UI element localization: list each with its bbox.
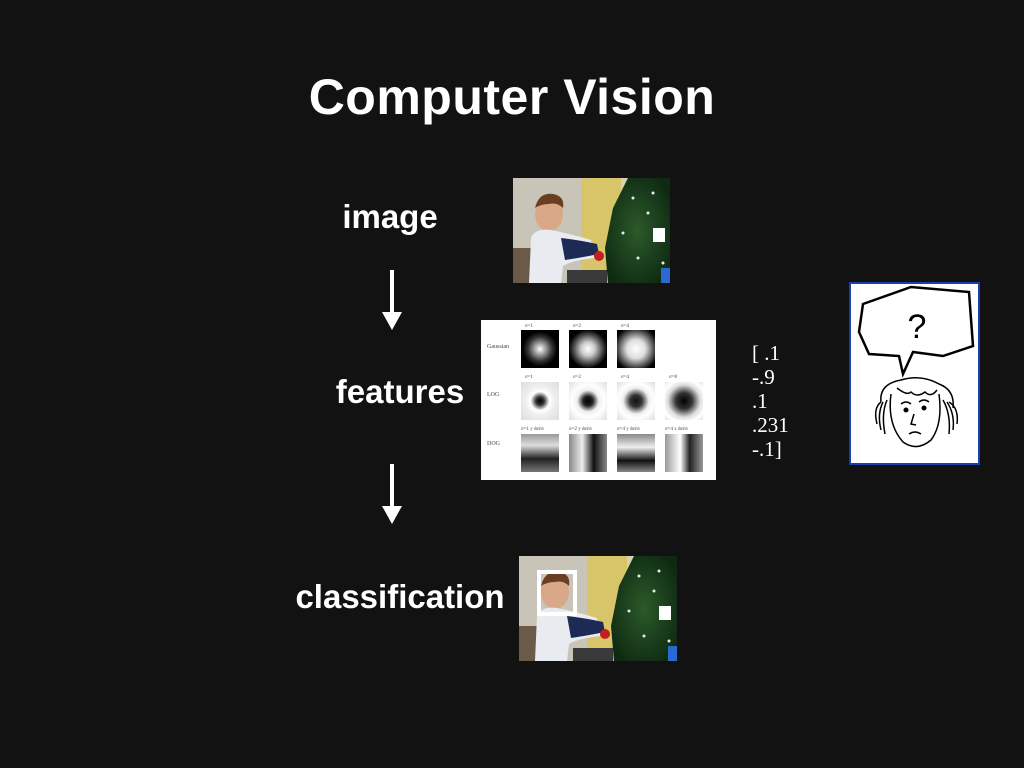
bracket-close: ] bbox=[774, 437, 782, 461]
filter-col-label: σ=2 bbox=[573, 375, 582, 380]
confused-person-cartoon: ? bbox=[849, 282, 980, 465]
down-arrow-icon bbox=[382, 270, 402, 330]
filter-col-label: σ=4 bbox=[621, 375, 630, 380]
bracket-open: [ bbox=[752, 341, 765, 365]
filter-col-label: σ=1 bbox=[525, 324, 534, 329]
gaussian-filter bbox=[569, 330, 607, 368]
classification-label: classification bbox=[295, 578, 505, 615]
filter-col-label: σ=1 bbox=[525, 375, 534, 380]
dog-filter bbox=[521, 434, 559, 472]
slide-title: Computer Vision bbox=[308, 69, 716, 125]
filter-col-label: σ=8 bbox=[669, 375, 678, 380]
filter-col-label: σ=2 y deriv bbox=[569, 427, 593, 432]
gaussian-filter bbox=[617, 330, 655, 368]
filter-col-label: σ=2 bbox=[573, 324, 582, 329]
dog-filter bbox=[569, 434, 607, 472]
log-row-label: LOG bbox=[487, 392, 500, 398]
vector-value: .1 bbox=[752, 389, 768, 413]
image-label: image bbox=[342, 198, 438, 235]
down-arrow-icon bbox=[382, 464, 402, 524]
log-filter bbox=[521, 382, 559, 420]
log-filter bbox=[569, 382, 607, 420]
feature-filter-bank: Gaussian LOG DOG σ=1 σ=2 σ=4 σ=1 σ=2 σ=4… bbox=[481, 320, 716, 480]
vector-value: .231 bbox=[752, 413, 789, 437]
features-label: features bbox=[335, 373, 465, 410]
dog-filter bbox=[617, 434, 655, 472]
vector-value: [ .1 bbox=[752, 341, 780, 365]
feature-vector: [ .1 -.9 .1 .231 -.1] bbox=[752, 341, 789, 461]
filter-col-label: σ=4 x deriv bbox=[665, 427, 689, 432]
gaussian-row-label: Gaussian bbox=[487, 344, 509, 350]
log-filter bbox=[617, 382, 655, 420]
face-detection-box bbox=[537, 570, 577, 616]
vector-value: -.1] bbox=[752, 437, 782, 461]
face-drawing bbox=[874, 377, 959, 448]
log-filter bbox=[665, 382, 703, 420]
input-photo bbox=[513, 178, 670, 283]
classified-photo bbox=[519, 556, 677, 661]
filter-col-label: σ=1 y deriv bbox=[521, 427, 545, 432]
dog-row-label: DOG bbox=[487, 441, 500, 447]
vector-value: -.9 bbox=[752, 365, 775, 389]
speech-bubble bbox=[857, 285, 975, 378]
filter-col-label: σ=4 bbox=[621, 324, 630, 329]
question-mark: ? bbox=[907, 308, 927, 346]
gaussian-filter bbox=[521, 330, 559, 368]
dog-filter bbox=[665, 434, 703, 472]
filter-col-label: σ=4 y deriv bbox=[617, 427, 641, 432]
